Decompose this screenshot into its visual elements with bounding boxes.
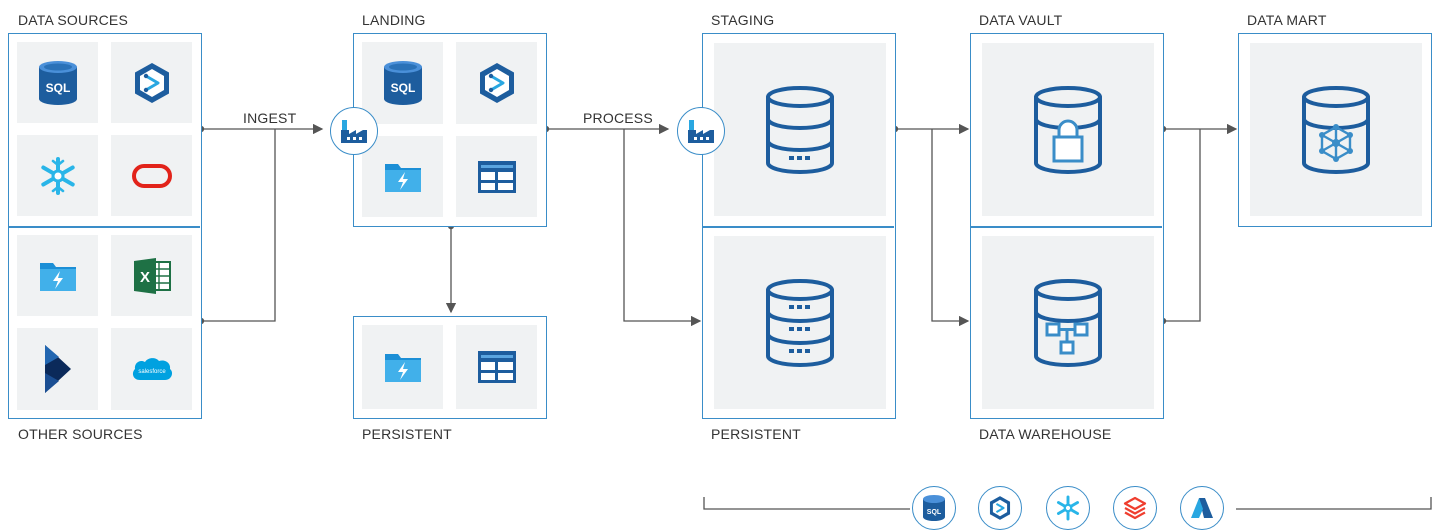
data-lake-icon: [384, 163, 421, 192]
platform-badge-sql: SQL: [912, 486, 956, 530]
vault-warehouse-panel: [970, 33, 1164, 419]
dynamics-icon: [44, 345, 71, 393]
storage-table-icon: [477, 351, 516, 383]
landing-label: LANDING: [362, 12, 426, 28]
snowflake-icon: [1056, 495, 1080, 521]
landing-persistent-panel: [353, 316, 547, 419]
data-lake-icon: [384, 354, 421, 382]
landing-sql-tile: SQL: [362, 42, 443, 124]
sources-panel: SQL: [8, 33, 202, 419]
sources-divider: [9, 226, 200, 228]
database-icon: [766, 85, 834, 174]
databricks-icon: [1123, 496, 1147, 520]
landing-persistent-label: PERSISTENT: [362, 426, 452, 442]
excel-icon-text: X: [139, 269, 149, 286]
snowflake-tile: [17, 135, 98, 216]
data-sources-label: DATA SOURCES: [18, 12, 129, 28]
platform-badge-databricks: [1113, 486, 1157, 530]
persistent-storage-tile: [456, 325, 537, 409]
sql-database-icon: SQL: [383, 61, 422, 105]
data-vault-tile: [982, 43, 1154, 216]
salesforce-icon: salesforce: [132, 358, 172, 380]
data-factory-icon: [688, 120, 714, 143]
oracle-tile: [111, 135, 192, 216]
oracle-icon: [131, 163, 172, 188]
platform-badge-snowflake: [1046, 486, 1090, 530]
landing-data-lake-tile: [362, 136, 443, 217]
process-factory-node: [677, 107, 725, 155]
data-lake-tile: [17, 235, 98, 316]
data-warehouse-label: DATA WAREHOUSE: [979, 426, 1112, 442]
synapse-icon: [479, 63, 514, 103]
staging-panel: [702, 33, 896, 419]
database-lock-icon: [1034, 85, 1102, 174]
sql-icon-text: SQL: [45, 81, 70, 95]
data-warehouse-tile: [982, 236, 1154, 409]
sql-database-icon: SQL: [38, 60, 77, 105]
staging-divider: [703, 226, 894, 228]
database-icon: [766, 278, 834, 367]
landing-storage-tile: [456, 136, 537, 217]
staging-tile: [714, 43, 886, 216]
synapse-icon: [134, 62, 169, 103]
staging-label: STAGING: [711, 12, 775, 28]
excel-icon: X: [133, 257, 171, 294]
ingest-factory-node: [330, 107, 378, 155]
data-mart-label: DATA MART: [1247, 12, 1327, 28]
synapse-icon: [989, 496, 1011, 520]
database-schema-icon: [1034, 278, 1102, 367]
data-vault-label: DATA VAULT: [979, 12, 1063, 28]
data-mart-panel: [1238, 33, 1432, 227]
data-factory-icon: [341, 120, 367, 143]
other-sources-label: OTHER SOURCES: [18, 426, 143, 442]
vault-divider: [971, 226, 1162, 228]
persistent-data-lake-tile: [362, 325, 443, 409]
salesforce-icon-text: salesforce: [138, 369, 166, 375]
staging-persistent-label: PERSISTENT: [711, 426, 801, 442]
snowflake-icon: [40, 156, 75, 195]
storage-table-icon: [477, 160, 516, 193]
process-label: PROCESS: [583, 110, 653, 126]
staging-persistent-tile: [714, 236, 886, 409]
dynamics-tile: [17, 328, 98, 410]
database-network-icon: [1302, 85, 1370, 174]
data-lake-icon: [39, 262, 76, 291]
data-mart-tile: [1250, 43, 1422, 216]
sql-icon: SQL: [923, 495, 945, 521]
platform-badge-synapse: [978, 486, 1022, 530]
sql-database-tile: SQL: [17, 42, 98, 123]
sql-badge-text: SQL: [927, 509, 942, 516]
salesforce-tile: salesforce: [111, 328, 192, 410]
ingest-label: INGEST: [243, 110, 297, 126]
sql-icon-text: SQL: [390, 81, 415, 95]
azure-icon: [1191, 498, 1213, 518]
landing-panel: SQL: [353, 33, 547, 227]
synapse-tile: [111, 42, 192, 123]
excel-tile: X: [111, 235, 192, 316]
platform-badge-azure: [1180, 486, 1224, 530]
landing-synapse-tile: [456, 42, 537, 124]
